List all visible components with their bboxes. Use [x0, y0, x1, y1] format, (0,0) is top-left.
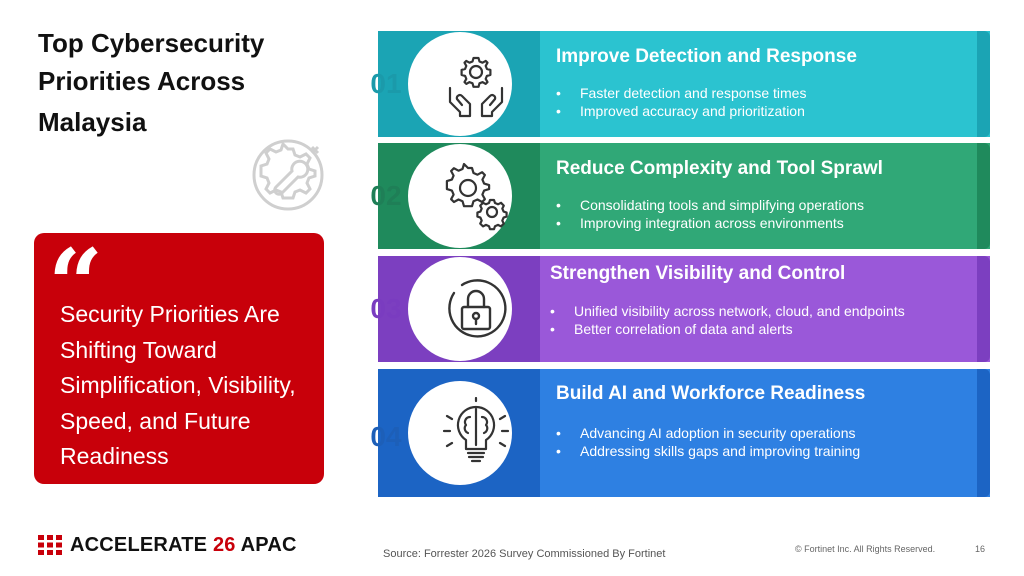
- icon-circle: [408, 144, 512, 248]
- bullet-item: Addressing skills gaps and improving tra…: [556, 442, 977, 460]
- bullet-item: Consolidating tools and simplifying oper…: [556, 196, 977, 214]
- priority-card-02: 02 Reduce Complexity and Tool SprawlConso…: [370, 143, 990, 249]
- priority-heading: Strengthen Visibility and Control: [550, 263, 846, 284]
- bullet-item: Faster detection and response times: [556, 84, 977, 102]
- accelerate-logo: ACCELERATE 26 APAC: [38, 533, 297, 557]
- gears-icon: [445, 162, 508, 231]
- priority-heading: Improve Detection and Response: [556, 46, 857, 67]
- priority-bullets: Advancing AI adoption in security operat…: [556, 424, 977, 460]
- bullet-item: Improved accuracy and prioritization: [556, 102, 977, 120]
- priority-content: Improve Detection and ResponseFaster det…: [540, 31, 977, 137]
- quote-callout: “ Security Priorities Are Shifting Towar…: [34, 233, 324, 484]
- bullet-item: Advancing AI adoption in security operat…: [556, 424, 977, 442]
- priority-content: Build AI and Workforce ReadinessAdvancin…: [540, 369, 977, 497]
- priority-number: 04: [370, 420, 402, 452]
- hands-gear-icon: [448, 56, 504, 118]
- priority-card-04: 04 Build AI and Workforce ReadinessAdvanc…: [370, 369, 990, 497]
- priority-bullets: Faster detection and response timesImpro…: [556, 84, 977, 120]
- title-line-3: Malaysia: [38, 107, 147, 137]
- title-line-2: Priorities Across: [38, 66, 246, 96]
- title-line-1: Top Cybersecurity: [38, 28, 265, 58]
- card-edge: [977, 143, 990, 249]
- priority-card-03: 03 Strengthen Visibility and ControlUnifi…: [370, 256, 990, 362]
- priority-content: Reduce Complexity and Tool SprawlConsoli…: [540, 143, 977, 249]
- icon-circle: [408, 32, 512, 136]
- lock-icon: [448, 279, 507, 338]
- bullet-item: Improving integration across environment…: [556, 214, 977, 232]
- priority-card-01: 01 Improve Detection and ResponseFaster d…: [370, 31, 990, 137]
- quote-text: Security Priorities Are Shifting Toward …: [60, 301, 296, 469]
- priority-number: 01: [370, 68, 402, 99]
- priority-bullets: Unified visibility across network, cloud…: [550, 302, 977, 338]
- card-edge: [977, 31, 990, 137]
- lightbulb-brain-icon: [442, 397, 510, 463]
- icon-circle: [408, 257, 512, 361]
- priority-heading: Reduce Complexity and Tool Sprawl: [556, 158, 883, 179]
- priority-heading: Build AI and Workforce Readiness: [556, 383, 866, 404]
- bullet-item: Unified visibility across network, cloud…: [550, 302, 977, 320]
- page-number: 16: [975, 544, 986, 554]
- copyright: © Fortinet Inc. All Rights Reserved.: [795, 544, 936, 554]
- card-edge: [977, 256, 990, 362]
- fortinet-logo-icon: [38, 535, 62, 555]
- source-note: Source: Forrester 2026 Survey Commission…: [383, 548, 666, 560]
- card-edge: [977, 369, 990, 497]
- logo-text: ACCELERATE 26 APAC: [70, 533, 297, 556]
- wrench-gear-icon: [252, 139, 324, 211]
- page-title: Top Cybersecurity Priorities Across Mala…: [38, 24, 328, 141]
- priority-number: 02: [370, 180, 402, 211]
- priority-bullets: Consolidating tools and simplifying oper…: [556, 196, 977, 232]
- priority-content: Strengthen Visibility and ControlUnified…: [540, 256, 977, 362]
- quote-mark: “: [48, 228, 104, 341]
- bullet-item: Better correlation of data and alerts: [550, 320, 977, 338]
- priority-number: 03: [370, 293, 402, 324]
